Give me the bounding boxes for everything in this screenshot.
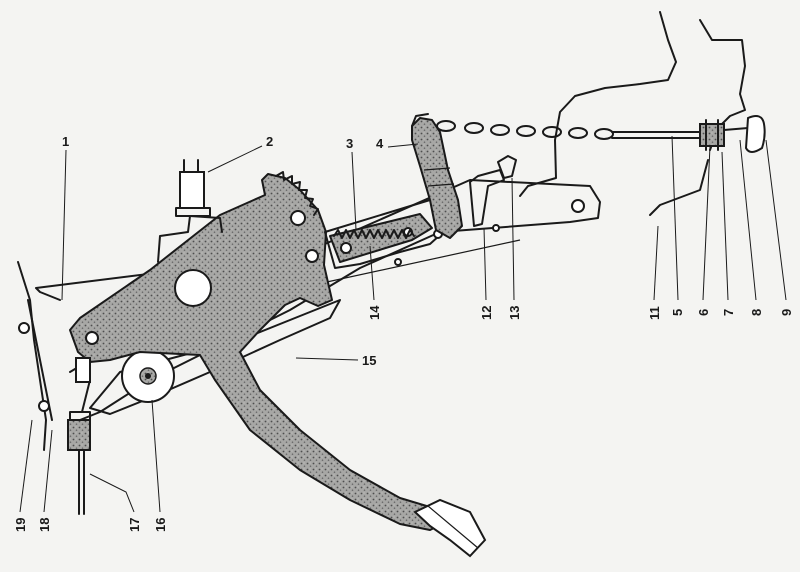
pull-knob	[744, 115, 766, 153]
callout-16: 16	[153, 518, 168, 532]
callout-2: 2	[266, 134, 273, 149]
callout-11: 11	[647, 306, 662, 320]
callout-19: 19	[13, 518, 28, 532]
handbrake-lever	[411, 113, 463, 239]
brake-pedal-arm	[69, 173, 451, 531]
cable-mount	[17, 261, 91, 515]
pedal-pivot-bolt	[290, 210, 306, 226]
callout-1: 1	[62, 134, 69, 149]
callout-7: 7	[721, 309, 736, 316]
leader-lines	[19, 135, 787, 513]
callout-9: 9	[779, 309, 794, 316]
callout-5: 5	[670, 309, 685, 316]
callout-13: 13	[507, 306, 522, 320]
stop-light-switch	[157, 159, 223, 263]
callout-14: 14	[367, 305, 382, 320]
callout-4: 4	[376, 136, 384, 151]
ratchet-teeth	[275, 171, 319, 216]
callout-15: 15	[362, 353, 376, 368]
callout-3: 3	[346, 136, 353, 151]
callout-17: 17	[127, 518, 142, 532]
callout-8: 8	[749, 309, 764, 316]
callout-labels: 1 2 3 4 5 6 7 8 9 11 12 13 14 15 16 17 1…	[13, 134, 794, 532]
pedal-link-pin	[85, 331, 99, 345]
pull-rod-knob-assembly	[611, 115, 766, 153]
callout-6: 6	[696, 309, 711, 316]
callout-12: 12	[479, 306, 494, 320]
return-spring	[333, 229, 415, 239]
pedal-foot-pad	[413, 498, 487, 558]
pedal-stop-bolt	[305, 249, 319, 263]
pedal-lightening-hole	[174, 269, 212, 307]
bracket-bolt	[571, 199, 585, 213]
pulley-wheel	[121, 349, 175, 403]
lever-guide-bracket	[469, 155, 517, 232]
callout-18: 18	[37, 518, 52, 532]
lever-chain	[436, 120, 614, 140]
